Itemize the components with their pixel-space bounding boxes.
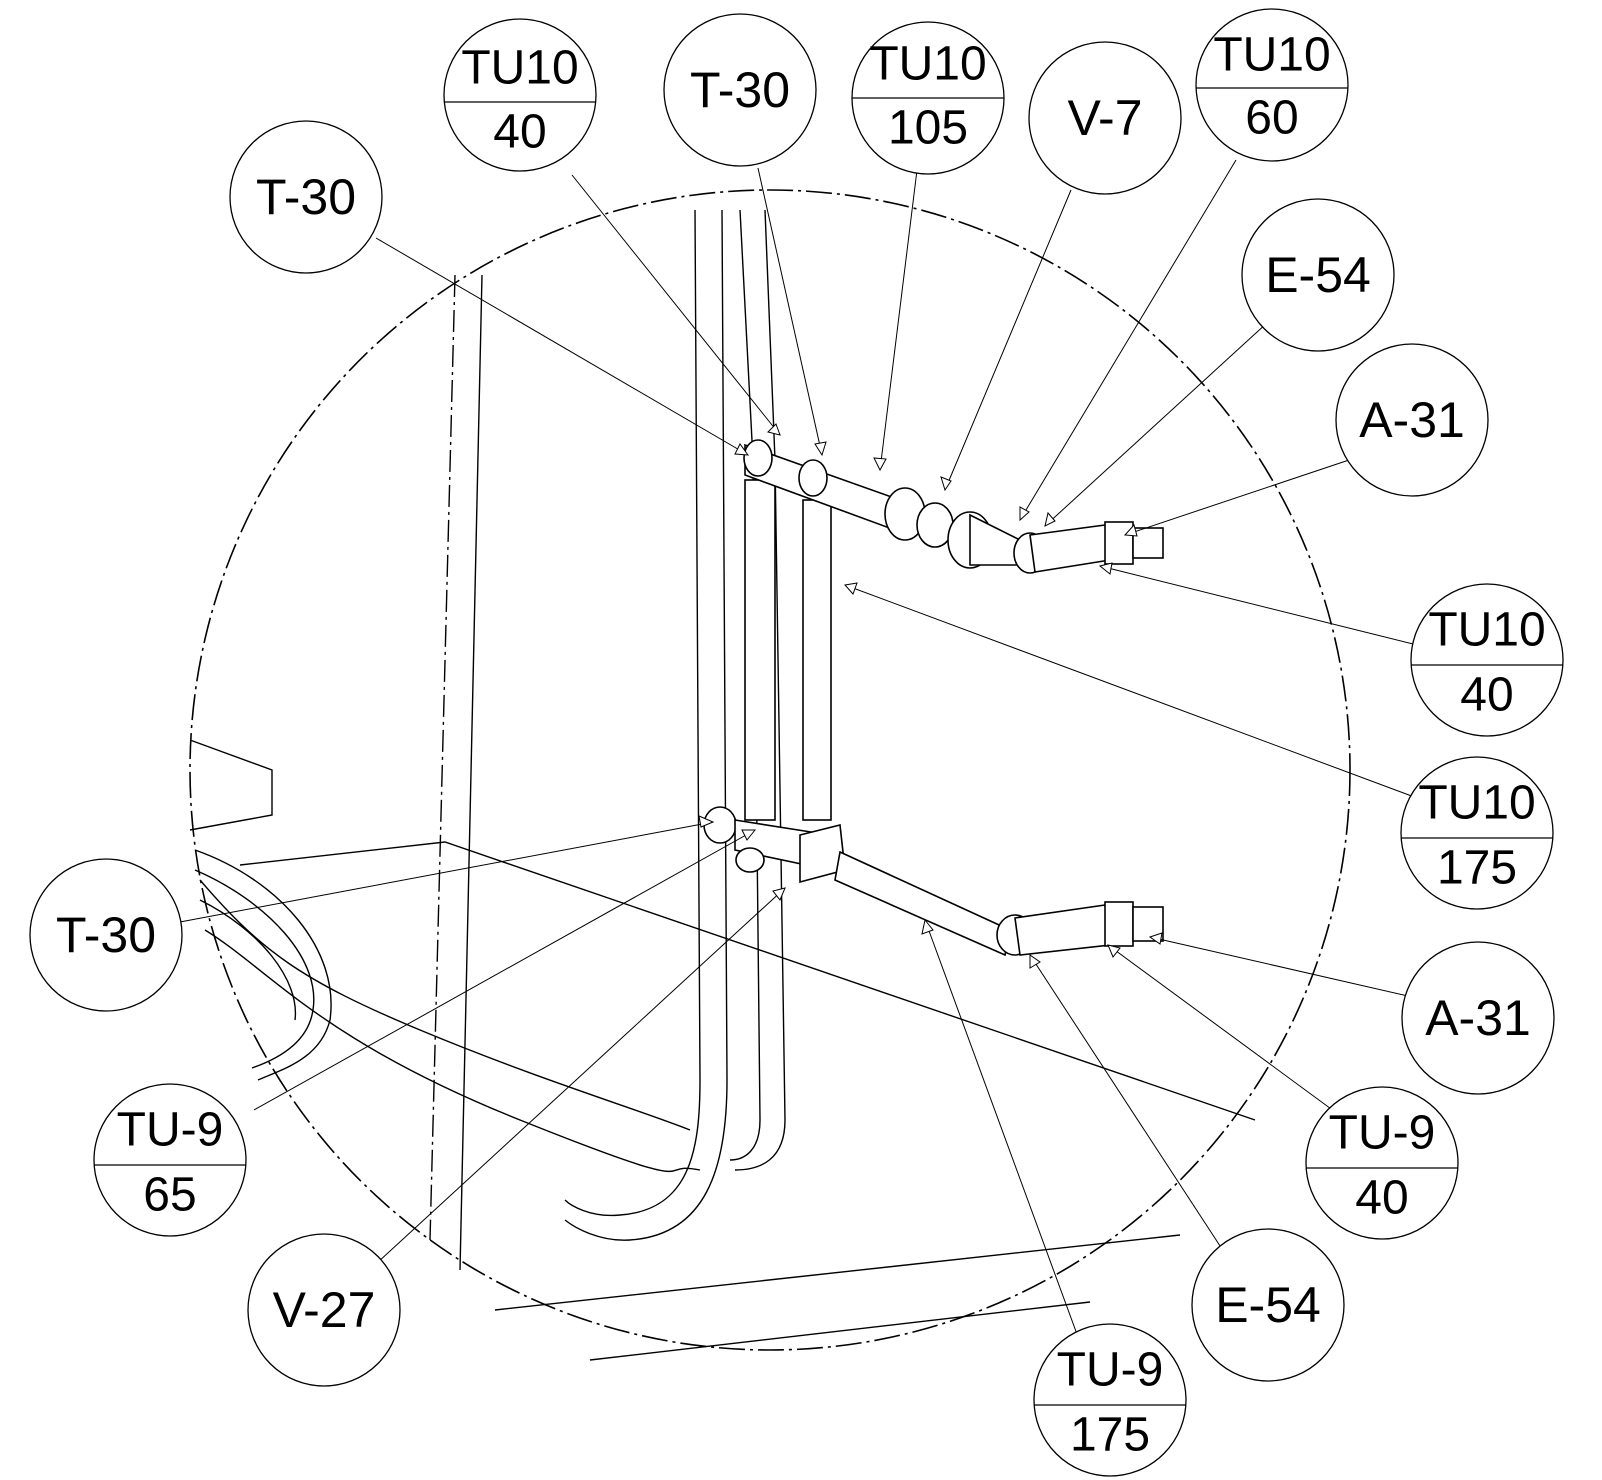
lower-pipe-assembly [703, 806, 1164, 957]
callout-tu10-40-right: TU10 40 [1410, 583, 1564, 737]
callout-tu9-175: TU-9 175 [1033, 1323, 1187, 1477]
frame-structure [189, 274, 1256, 1361]
callout-label: TU-9 [1329, 1107, 1436, 1160]
callout-label: T-30 [690, 62, 790, 118]
callout-label: TU10 [1418, 777, 1535, 830]
callout-e54-lower: E-54 [1191, 1228, 1345, 1382]
callout-label: TU-9 [1057, 1344, 1164, 1397]
callout-label: TU-9 [117, 1104, 224, 1157]
callout-label: A-31 [1425, 990, 1531, 1046]
callout-value: 40 [1460, 669, 1513, 722]
callout-value: 40 [493, 106, 546, 159]
callout-tu10-105: TU10 105 [851, 21, 1005, 175]
callout-tu10-60: TU10 60 [1195, 8, 1349, 162]
callout-label: TU10 [869, 38, 986, 91]
detail-view-circle [189, 189, 1351, 1351]
callout-value: 40 [1355, 1172, 1408, 1225]
callout-label: E-54 [1215, 1277, 1321, 1333]
callout-label: TU10 [1428, 604, 1545, 657]
callout-value: 105 [888, 102, 968, 155]
callout-label: E-54 [1265, 247, 1371, 303]
upper-pipe-assembly [743, 439, 1164, 574]
callout-value: 60 [1245, 92, 1298, 145]
callout-value: 175 [1437, 842, 1517, 895]
callout-label: T-30 [256, 169, 356, 225]
callout-label: TU10 [461, 42, 578, 95]
callout-t30-upper-left: T-30 [229, 120, 383, 274]
callout-value: 65 [143, 1169, 196, 1222]
callout-label: T-30 [56, 907, 156, 963]
callout-tu9-40: TU-9 40 [1305, 1086, 1459, 1240]
vertical-pipes [564, 209, 832, 1241]
callout-a31-upper: A-31 [1335, 343, 1489, 497]
callout-tu10-175: TU10 175 [1400, 756, 1554, 910]
callout-label: A-31 [1359, 392, 1465, 448]
callout-value: 175 [1070, 1409, 1150, 1462]
callout-t30-lower-left: T-30 [29, 858, 183, 1012]
callout-a31-lower: A-31 [1401, 941, 1555, 1095]
callout-label: TU10 [1213, 29, 1330, 82]
callout-v27: V-27 [247, 1233, 401, 1387]
callout-v7: V-7 [1028, 41, 1182, 195]
callout-label: V-27 [273, 1282, 376, 1338]
leader-lines [179, 159, 1418, 1357]
callout-tu10-40-top: TU10 40 [443, 18, 597, 172]
callout-label: V-7 [1067, 90, 1142, 146]
callout-e54-upper: E-54 [1241, 198, 1395, 352]
callout-t30-top: T-30 [663, 13, 817, 167]
hose-loop [194, 849, 332, 1081]
callout-tu9-65: TU-9 65 [93, 1083, 247, 1237]
